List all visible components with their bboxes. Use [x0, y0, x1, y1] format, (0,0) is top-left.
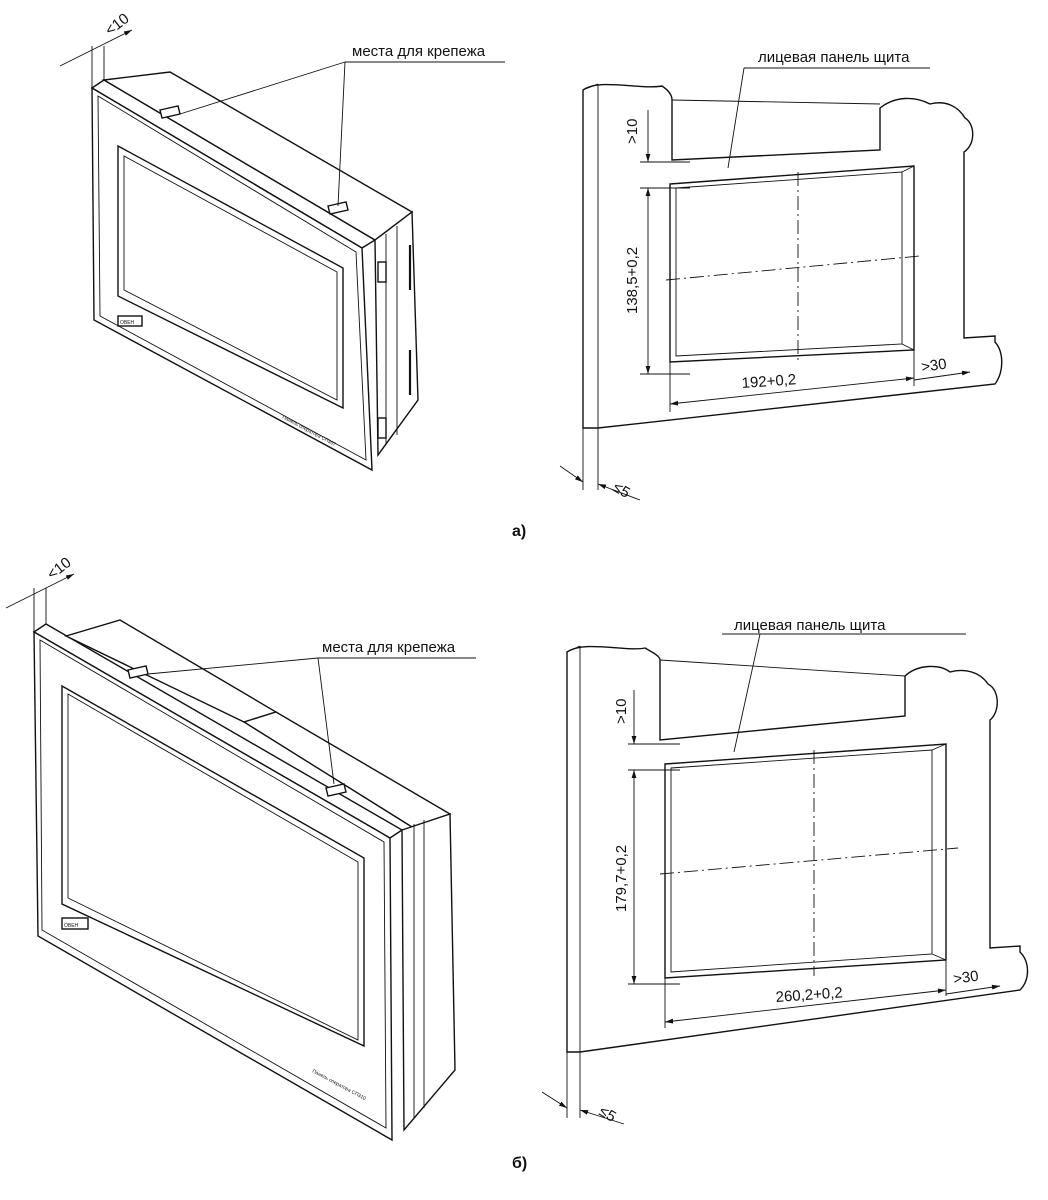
height-dim-b: 179,7+0,2 — [613, 845, 630, 912]
depth-dimension-b: <10 — [5, 554, 75, 632]
depth-label-b: <10 — [44, 554, 75, 583]
thickness-dim-b: ≤5 — [596, 1103, 619, 1126]
top-margin-b: >10 — [613, 699, 630, 724]
right-margin-b: >30 — [952, 968, 980, 988]
brand-logo-a: ОВЕН — [120, 320, 135, 326]
panel-leader-a: лицевая панель щита — [727, 49, 930, 169]
width-dim-a: 192+0,2 — [741, 371, 797, 392]
mount-label-a: места для крепежа — [352, 43, 486, 60]
height-dim-a: 138,5+0,2 — [624, 247, 641, 314]
width-dim-b: 260,2+0,2 — [775, 984, 843, 1006]
top-margin-a: >10 — [624, 119, 641, 144]
caption-b: б) — [512, 1155, 527, 1172]
panel-label-a: лицевая панель щита — [758, 49, 910, 66]
mount-label-b: места для крепежа — [322, 639, 456, 656]
caption-a: а) — [512, 523, 526, 540]
figure-b-device: ОВЕН Панель оператора СП310 — [32, 619, 456, 1142]
figure-b-cutout — [566, 645, 1029, 1053]
mount-leader-b: места для крепежа — [147, 639, 476, 785]
right-margin-a: >30 — [920, 356, 948, 376]
cutout-dims-b: >10 179,7+0,2 260,2+0,2 >30 ≤5 — [541, 690, 1001, 1126]
panel-label-b: лицевая панель щита — [734, 617, 886, 634]
thickness-dim-a: ≤5 — [610, 479, 633, 502]
depth-label-a: <10 — [102, 10, 133, 39]
brand-logo-b: ОВЕН — [64, 923, 79, 929]
mount-leader-a: места для крепежа — [179, 43, 505, 207]
panel-leader-b: лицевая панель щита — [722, 617, 966, 753]
figure-a-cutout — [582, 83, 1003, 429]
figure-a-device: ОВЕН Панель оператора СП307 — [90, 71, 419, 472]
depth-dimension-a: <10 — [59, 10, 133, 88]
cutout-dims-a: >10 138,5+0,2 192+0,2 >30 ≤5 — [559, 110, 971, 502]
